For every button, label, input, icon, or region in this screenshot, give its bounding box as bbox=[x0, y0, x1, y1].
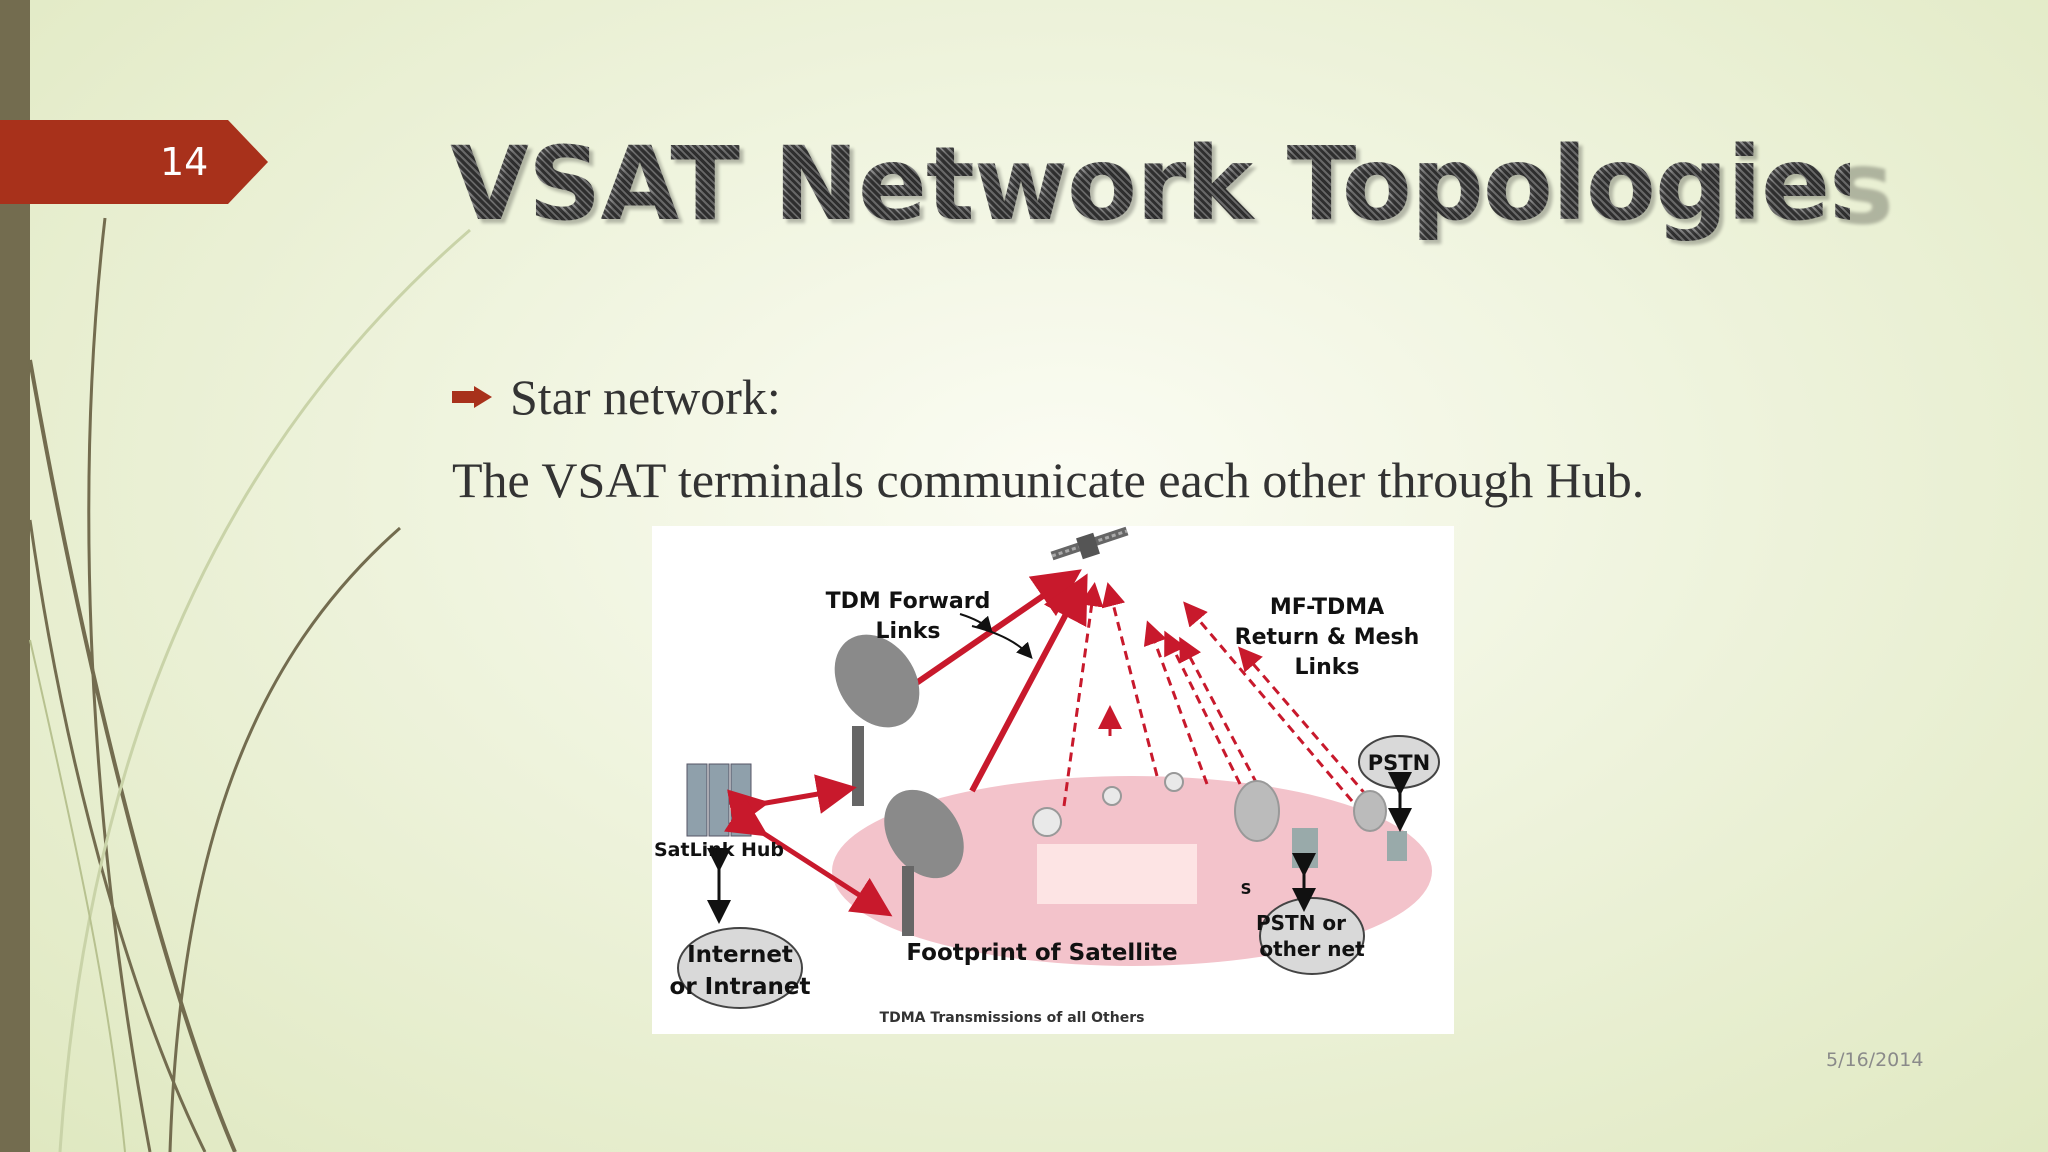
tdm-label-line1: TDM Forward bbox=[826, 589, 991, 614]
pstn-other-cloud-icon bbox=[1259, 897, 1365, 975]
masked-region bbox=[1037, 844, 1197, 904]
cropped-caption: TDMA Transmissions of all Others bbox=[880, 1010, 1145, 1026]
hub-server-icon bbox=[686, 763, 752, 837]
footprint-label: Footprint of Satellite bbox=[906, 940, 1177, 966]
s-mark-label: S bbox=[1241, 880, 1252, 898]
hub-label: SatLink Hub bbox=[654, 839, 784, 861]
tdm-label-line2: Links bbox=[876, 619, 941, 644]
star-network-diagram: TDM Forward Links MF-TDMA Return & Mesh … bbox=[652, 526, 1454, 1034]
bullet-item: Star network: bbox=[452, 367, 781, 427]
arrow-bullet-icon bbox=[452, 386, 492, 408]
vsat-terminal-icons bbox=[1032, 772, 1387, 842]
mftdma-label-line3: Links bbox=[1295, 655, 1360, 680]
slide-title: VSAT Network Topologies bbox=[450, 120, 1890, 250]
slide-number-tab bbox=[0, 120, 268, 204]
internet-label-line2: or Intranet bbox=[670, 974, 811, 1000]
mftdma-label-line2: Return & Mesh bbox=[1235, 625, 1420, 650]
mftdma-label-line1: MF-TDMA bbox=[1270, 595, 1384, 620]
slide-number: 14 bbox=[160, 140, 209, 184]
internet-cloud-icon bbox=[677, 927, 803, 1009]
pstn-other-label-line1: PSTN or bbox=[1256, 911, 1346, 935]
body-text: The VSAT terminals communicate each othe… bbox=[452, 452, 1645, 508]
bullet-text: Star network: bbox=[510, 369, 781, 425]
slide-date: 5/16/2014 bbox=[1826, 1049, 1924, 1071]
server-icon bbox=[1292, 828, 1318, 868]
hub-antenna-icon bbox=[834, 634, 964, 936]
satellite-icon bbox=[1050, 526, 1129, 561]
internet-label-line1: Internet bbox=[687, 942, 793, 968]
pstn-label: PSTN bbox=[1368, 751, 1430, 775]
pstn-other-label-line2: other net bbox=[1259, 937, 1365, 961]
server-icon bbox=[1387, 831, 1407, 861]
